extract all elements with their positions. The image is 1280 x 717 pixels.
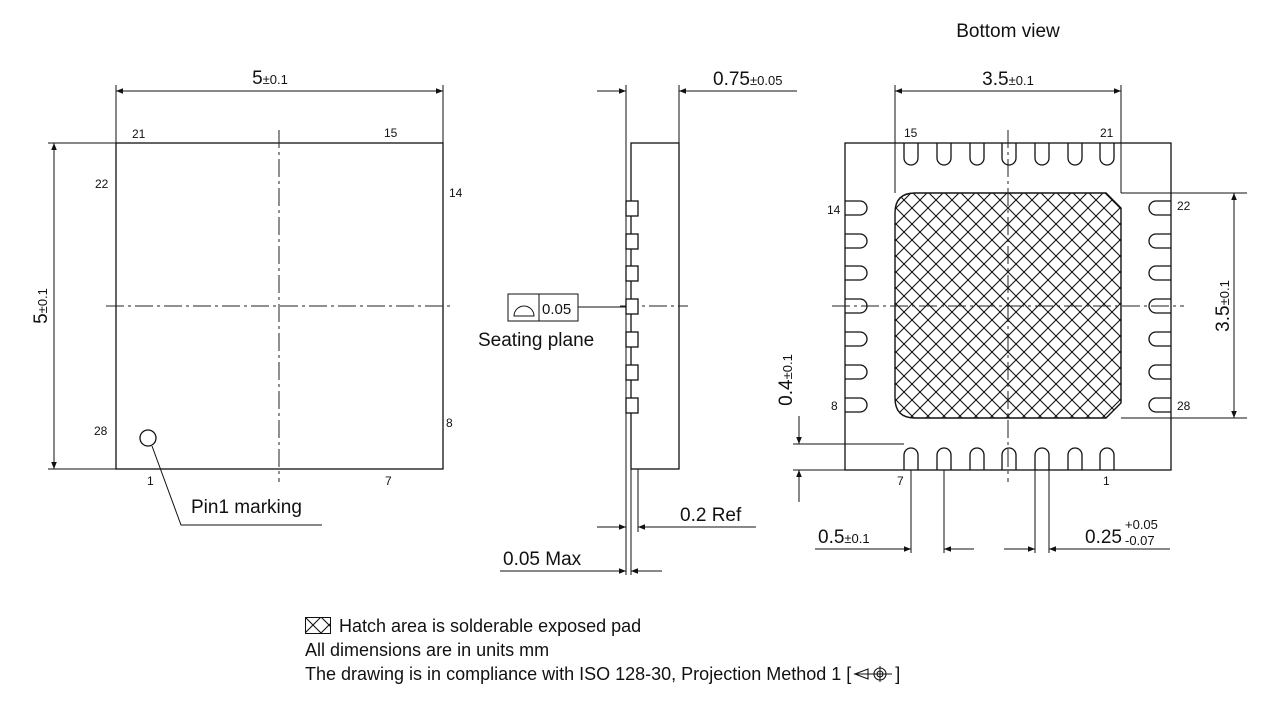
bottom-pin-22: 22: [1177, 199, 1191, 213]
thickness-dim: 0.75±0.05: [713, 69, 782, 90]
hatch-note: Hatch area is solderable exposed pad: [339, 616, 642, 636]
side-lead: [625, 397, 639, 414]
svg-text:0.05: 0.05: [542, 301, 571, 318]
lead-length-dim: 0.4±0.1: [776, 354, 797, 406]
side-view: 0.75±0.05 0.2 Ref 0.05 Max 0.05 Seating …: [478, 69, 797, 575]
ref-thickness-dim: 0.2 Ref: [680, 505, 742, 526]
lead-width-tol-minus: -0.07: [1125, 533, 1155, 548]
flatness-frame: 0.05: [507, 293, 626, 322]
top-pin-22: 22: [95, 177, 109, 191]
lead-width-dim: 0.25: [1085, 527, 1122, 548]
pin1-marker: [139, 429, 157, 447]
top-pin-21: 21: [132, 127, 146, 141]
hatch-note-row: Hatch area is solderable exposed pad: [305, 614, 900, 638]
projection-method-icon: [853, 666, 893, 682]
side-lead: [625, 331, 639, 348]
pin1-leader: [151, 445, 322, 526]
compliance-note: The drawing is in compliance with ISO 12…: [305, 664, 852, 684]
notes-block: Hatch area is solderable exposed pad All…: [305, 614, 900, 686]
pad-width-dim: 3.5±0.1: [982, 69, 1034, 90]
hatch-swatch-icon: [305, 617, 331, 634]
pad-height-dim: 3.5±0.1: [1213, 280, 1234, 332]
compliance-note-row: The drawing is in compliance with ISO 12…: [305, 662, 900, 686]
top-pin-15: 15: [384, 126, 398, 140]
side-lead: [625, 298, 639, 315]
side-lead: [625, 233, 639, 250]
bottom-pin-21: 21: [1100, 126, 1114, 140]
pitch-dim: 0.5±0.1: [818, 527, 870, 548]
profile-surface-icon: [513, 305, 535, 317]
units-note: All dimensions are in units mm: [305, 640, 550, 660]
top-view: 5±0.1 5±0.1 21 15 22 14 28 8 1 7 Pin1 ma…: [31, 68, 463, 526]
top-pin-7: 7: [385, 474, 392, 488]
seating-plane-label: Seating plane: [478, 330, 594, 351]
standoff-dim: 0.05 Max: [503, 549, 582, 570]
side-lead: [625, 200, 639, 217]
bottom-pin-1: 1: [1103, 474, 1110, 488]
bottom-pin-28: 28: [1177, 399, 1191, 413]
bottom-pin-14: 14: [827, 203, 841, 217]
top-pin-8: 8: [446, 416, 453, 430]
bottom-view: Bottom view: [776, 21, 1247, 553]
side-lead: [625, 364, 639, 381]
top-width-dim: 5±0.1: [252, 68, 288, 89]
top-height-dim: 5±0.1: [31, 288, 52, 324]
top-pin-14: 14: [449, 186, 463, 200]
compliance-close: ]: [895, 664, 901, 684]
top-pin-28: 28: [94, 424, 108, 438]
bottom-pin-7: 7: [897, 474, 904, 488]
lead-width-tol-plus: +0.05: [1125, 517, 1158, 532]
bottom-pin-8: 8: [831, 399, 838, 413]
side-lead: [625, 265, 639, 282]
bottom-pin-15: 15: [904, 126, 918, 140]
top-pin-1: 1: [147, 474, 154, 488]
pin1-marking-label: Pin1 marking: [191, 497, 302, 518]
bottom-view-title: Bottom view: [956, 21, 1060, 42]
